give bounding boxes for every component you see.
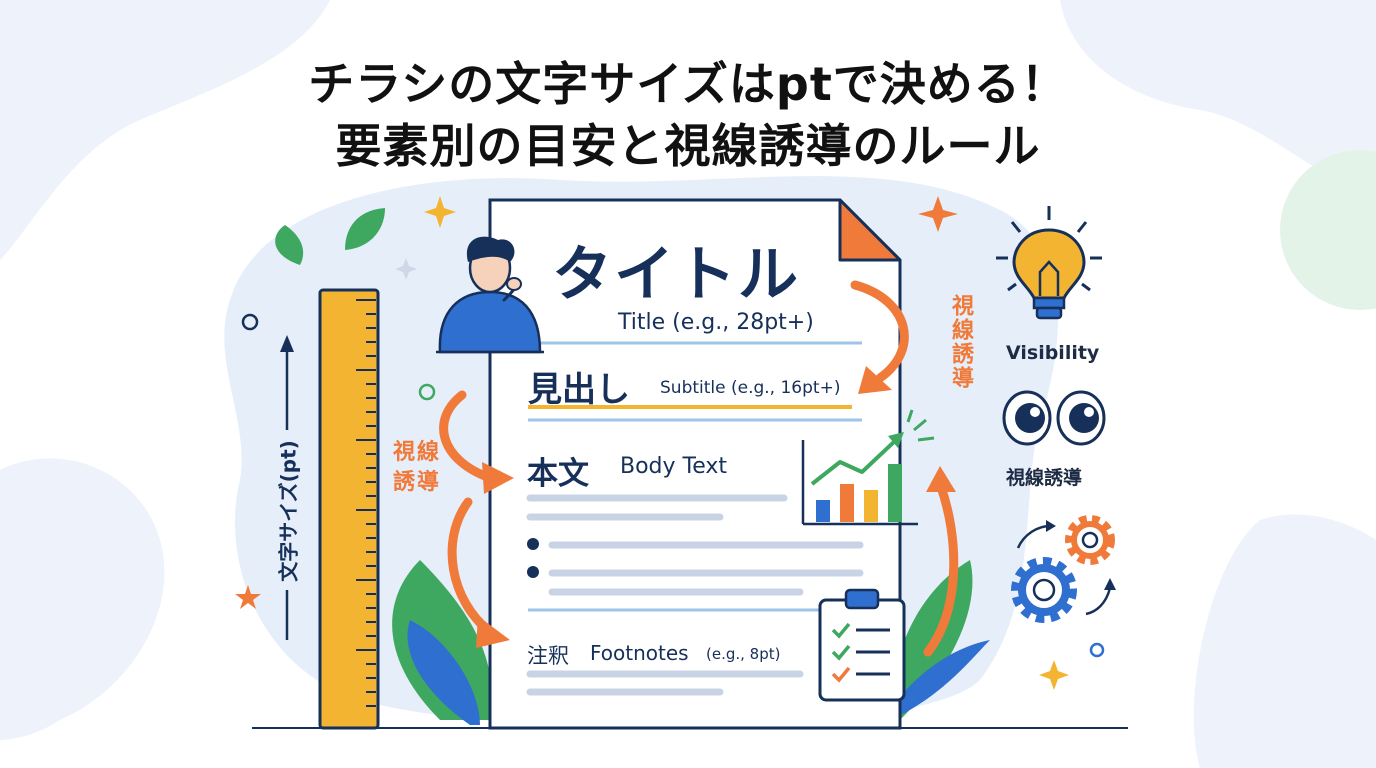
sparkle-icon: [395, 258, 417, 280]
gears-icon: [1011, 515, 1116, 623]
main-title-line-2: 要素別の目安と視線誘導のルール: [335, 119, 1041, 173]
eyes-icon: [1002, 390, 1106, 446]
bg-blob-bottom-left: [0, 458, 165, 740]
star-icon: [235, 585, 261, 609]
doc-footnote-en: Footnotes: [590, 641, 689, 665]
eye-flow-arrows: [439, 280, 959, 657]
doc-footnote-size: (e.g., 8pt): [706, 645, 781, 663]
ruler-icon: [318, 288, 380, 730]
dot-icon: [241, 313, 259, 331]
person-thinking-icon: [436, 236, 544, 354]
dot-icon: [1089, 642, 1105, 658]
bg-blob-top-left: [0, 0, 330, 260]
clipboard-checklist-icon: [818, 588, 906, 702]
visibility-label: Visibility: [1006, 342, 1100, 364]
bg-blob-bottom-right: [1193, 514, 1376, 768]
dot-icon: [418, 383, 436, 401]
doc-subtitle-jp: 見出し: [528, 370, 630, 410]
leaf-top-1: [275, 225, 304, 265]
sparkle-icon: [918, 196, 958, 232]
doc-body-jp: 本文: [527, 456, 589, 492]
doc-heading-en: Title (e.g., 28pt+): [618, 310, 814, 335]
doc-heading-jp: タイトル: [552, 240, 800, 310]
ruler-label: 文字サイズ(pt): [276, 440, 301, 582]
bg-blob-top-right: [1060, 0, 1376, 200]
flyer-document: [488, 198, 902, 730]
ruler-label-wrapper: 文字サイズ(pt): [270, 436, 304, 586]
bar-chart-icon: [801, 409, 935, 526]
leaf-right-blue: [880, 640, 990, 725]
bg-blob-green: [1280, 150, 1376, 310]
sparkle-icon: [424, 196, 456, 228]
guidance-label: 視線誘導: [1006, 467, 1083, 489]
doc-body-en: Body Text: [620, 454, 728, 479]
main-title-line-1: チラシの文字サイズはptで決める！: [308, 57, 1068, 111]
leaf-top-2: [345, 208, 385, 250]
doc-subtitle-en: Subtitle (e.g., 16pt+): [660, 378, 841, 398]
flow-label-left: 視線誘導: [393, 440, 442, 495]
flow-label-right: 視線誘導: [948, 294, 973, 390]
doc-footnote-jp: 注釈: [527, 644, 569, 668]
leaf-left-blue: [407, 620, 480, 725]
lightbulb-icon: [996, 206, 1102, 320]
sparkle-icon: [1039, 660, 1069, 690]
